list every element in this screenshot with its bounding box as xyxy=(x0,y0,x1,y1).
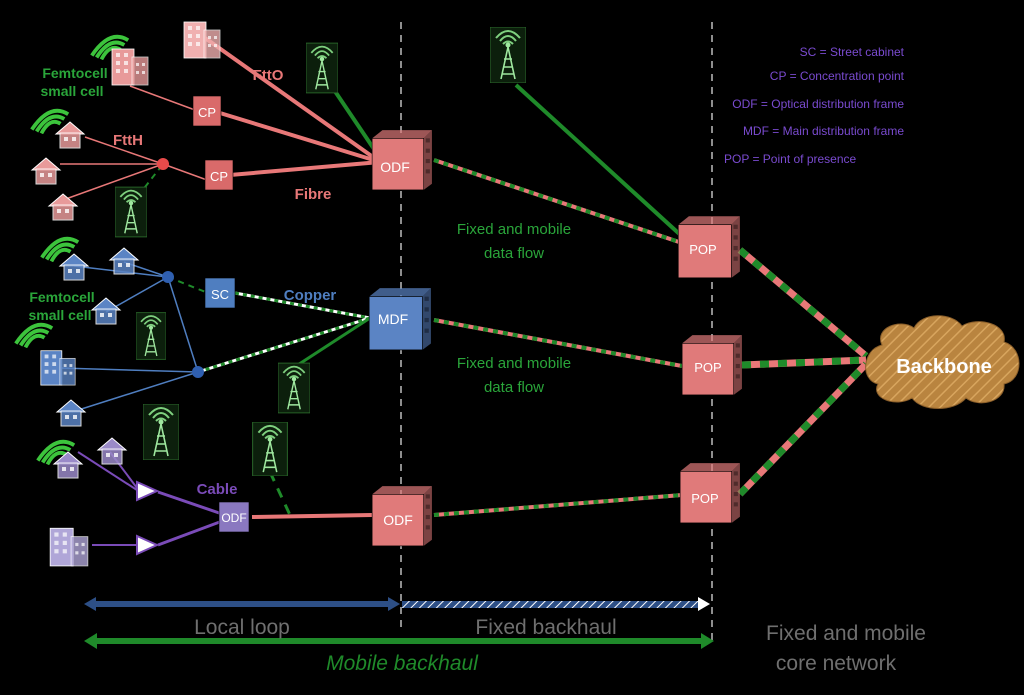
pop-mid-label: POP xyxy=(694,360,721,375)
house-icon xyxy=(59,253,89,281)
antenna-tower-icon xyxy=(143,404,179,460)
antenna-tower-icon xyxy=(278,362,310,414)
odf-cable-node: ODF xyxy=(218,501,250,533)
legend-item-sc: SC = Street cabinet xyxy=(800,45,905,59)
pop-bottom-rack: POP xyxy=(679,462,741,524)
odf-top-label: ODF xyxy=(380,159,410,175)
antenna-tower-icon xyxy=(136,311,166,361)
amplifier-triangle-icon xyxy=(136,480,160,502)
copper-links-mid xyxy=(59,261,683,413)
house-icon xyxy=(48,193,78,221)
cable-label: Cable xyxy=(197,481,238,498)
cp-node-bottom-label: CP xyxy=(210,169,228,184)
house-icon xyxy=(53,451,83,479)
legend-item-odf: ODF = Optical distribution frame xyxy=(732,97,904,111)
sc-node: SC xyxy=(204,277,236,309)
mdf-label: MDF xyxy=(378,311,408,327)
pop-bottom-label: POP xyxy=(691,491,718,506)
core-network-label-1: Fixed and mobile xyxy=(766,622,926,645)
copper-junction-bottom xyxy=(192,366,204,378)
femtocell-top-label-2: small cell xyxy=(40,83,103,99)
backbone-label: Backbone xyxy=(896,356,992,378)
mdf-rack: MDF xyxy=(368,287,432,351)
antenna-tower-icon xyxy=(252,422,288,476)
legend: SC = Street cabinet CP = Concentration p… xyxy=(724,45,905,166)
femtocell-top-label-1: Femtocell xyxy=(42,65,107,81)
antenna-tower-icon xyxy=(490,27,526,83)
ftth-label: FttH xyxy=(113,132,143,149)
mobile-backhaul-arrow xyxy=(84,633,714,649)
house-icon xyxy=(55,121,85,149)
house-icon xyxy=(97,437,127,465)
antenna-tower-icon xyxy=(115,186,147,238)
cable-links-bottom xyxy=(77,451,683,547)
fixed-backhaul-arrow xyxy=(402,597,710,611)
copper-label: Copper xyxy=(284,287,337,304)
office-building-icon xyxy=(49,527,89,567)
legend-item-pop: POP = Point of presence xyxy=(724,152,857,166)
fibre-links-top xyxy=(60,31,688,245)
ftth-splitter xyxy=(157,158,169,170)
antenna-tower-icon xyxy=(306,42,338,94)
amplifier-triangle-icon xyxy=(136,534,160,556)
office-building-icon xyxy=(40,350,76,386)
ftto-label: FttO xyxy=(253,67,284,84)
mobile-backhaul-label: Mobile backhaul xyxy=(326,652,479,675)
office-building-icon xyxy=(183,21,221,59)
pop-top-label: POP xyxy=(689,242,716,257)
flow1-label-1: Fixed and mobile xyxy=(457,221,571,238)
wifi-signal-icon xyxy=(13,322,55,348)
sc-node-label: SC xyxy=(211,287,229,302)
flow1-label-2: data flow xyxy=(484,245,544,262)
house-icon xyxy=(56,399,86,427)
fixed-backhaul-label: Fixed backhaul xyxy=(475,616,616,639)
local-loop-label: Local loop xyxy=(194,616,290,639)
local-loop-arrow xyxy=(84,597,400,611)
core-network-label-2: core network xyxy=(776,652,897,675)
odf-top-rack: ODF xyxy=(371,129,433,191)
pop-backbone-links xyxy=(737,247,869,497)
office-building-icon xyxy=(111,48,149,86)
house-icon xyxy=(109,247,139,275)
odf-bottom-rack: ODF xyxy=(371,485,433,547)
odf-cable-node-label: ODF xyxy=(221,511,246,525)
legend-item-cp: CP = Concentration point xyxy=(770,69,905,83)
pop-mid-rack: POP xyxy=(681,334,743,396)
flow2-label-2: data flow xyxy=(484,379,544,396)
cloud-icon xyxy=(865,315,1020,409)
femtocell-mid-label-2: small cell xyxy=(28,307,91,323)
odf-bottom-label: ODF xyxy=(383,512,413,528)
legend-item-mdf: MDF = Main distribution frame xyxy=(743,124,904,138)
house-icon xyxy=(31,157,61,185)
fibre-label: Fibre xyxy=(295,186,332,203)
backbone-cloud: Backbone xyxy=(865,315,1020,409)
copper-junction-top xyxy=(162,271,174,283)
cp-node-bottom: CP xyxy=(204,159,234,191)
house-icon xyxy=(91,297,121,325)
pop-top-rack: POP xyxy=(677,215,741,279)
cp-node-top: CP xyxy=(192,95,222,127)
cp-node-top-label: CP xyxy=(198,105,216,120)
flow2-label-1: Fixed and mobile xyxy=(457,355,571,372)
femtocell-mid-label-1: Femtocell xyxy=(29,289,94,305)
